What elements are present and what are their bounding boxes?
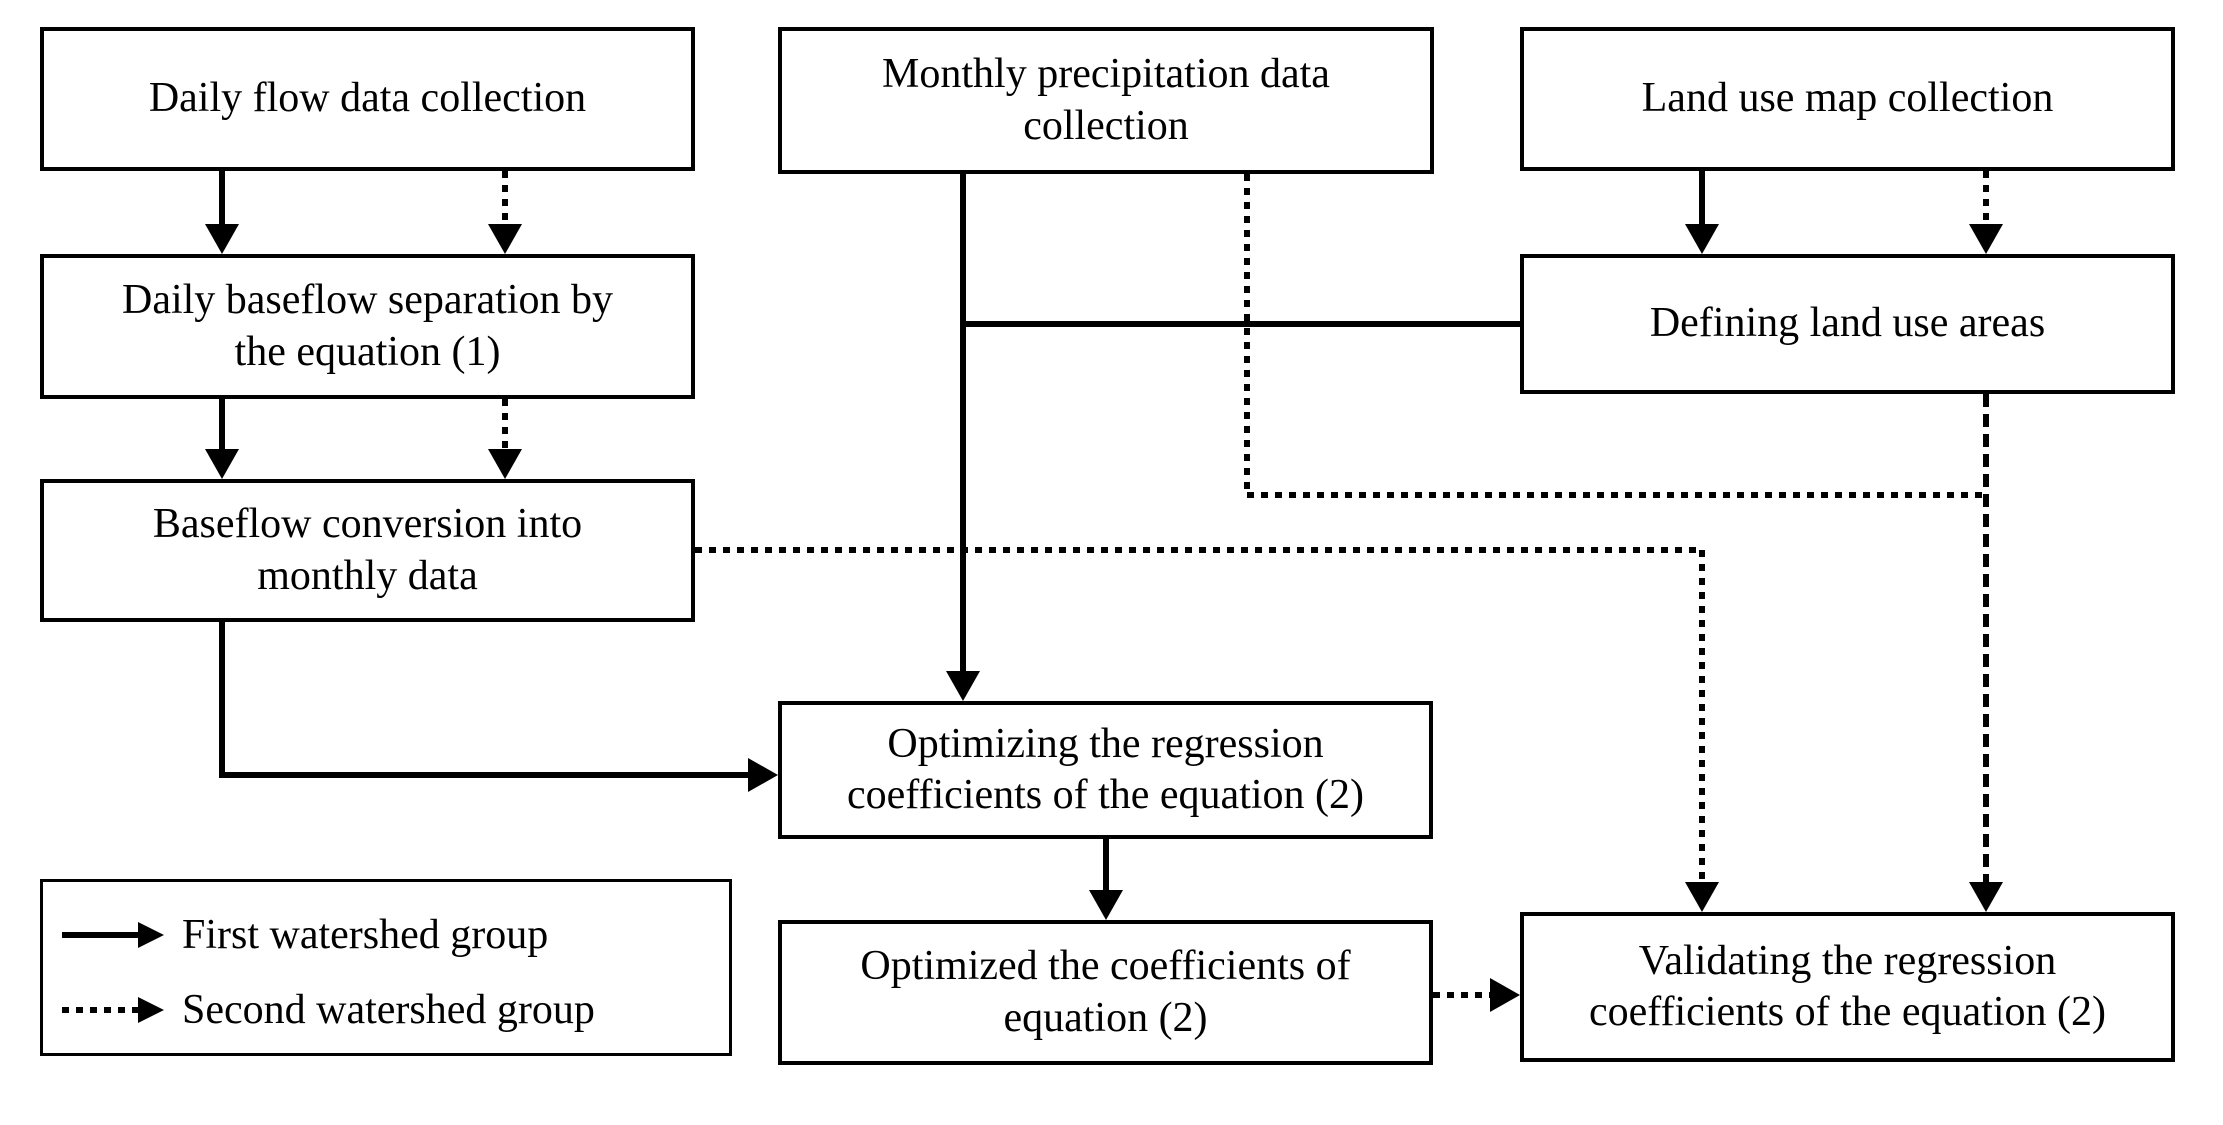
edge-dailyflow-baseflow-solid-line — [219, 171, 225, 224]
node-daily-flow-label: Daily flow data collection — [148, 75, 587, 122]
node-validating-label: Validating the regression coefficients o… — [1588, 937, 2107, 1035]
edge-conversion-optimizing-horizontal-line — [219, 772, 748, 778]
edge-conversion-validating-dotted-horizontal-line — [695, 547, 1702, 553]
node-daily-baseflow-label: Daily baseflow separation by the equatio… — [121, 277, 614, 375]
edge-landuse-defining-solid-line — [1699, 171, 1705, 224]
edge-landuse-defining-dotted-line — [1983, 171, 1989, 224]
edge-landuse-defining-solid-arrowhead-icon — [1685, 224, 1719, 254]
node-monthly-precip-label: Monthly precipitation data collection — [882, 51, 1330, 149]
edge-dailyflow-baseflow-solid-arrowhead-icon — [205, 224, 239, 254]
node-land-use-map: Land use map collection — [1520, 27, 2175, 171]
node-optimizing-label: Optimizing the regression coefficients o… — [846, 720, 1365, 818]
node-monthly-precip: Monthly precipitation data collection — [778, 27, 1434, 174]
legend-dotted-arrowhead-icon — [138, 997, 164, 1023]
edge-defining-validating-arrowhead-icon — [1969, 882, 2003, 912]
edge-optimized-validating-dotted-line — [1433, 992, 1490, 998]
node-baseflow-conversion: Baseflow conversion into monthly data — [40, 479, 695, 622]
node-baseflow-conversion-label: Baseflow conversion into monthly data — [152, 501, 583, 599]
edge-conversion-optimizing-vertical-line — [219, 622, 225, 778]
edge-conversion-validating-dotted-vertical-line — [1699, 550, 1705, 882]
edge-baseflow-conversion-dotted-line — [502, 399, 508, 449]
edge-precip-optimizing-arrowhead-icon — [946, 671, 980, 701]
node-daily-flow: Daily flow data collection — [40, 27, 695, 171]
legend-solid-arrow-icon — [62, 932, 140, 938]
node-land-use-map-label: Land use map collection — [1641, 75, 2054, 122]
legend-first-group-label: First watershed group — [182, 912, 549, 958]
node-optimizing: Optimizing the regression coefficients o… — [778, 701, 1433, 839]
edge-baseflow-conversion-solid-line — [219, 399, 225, 449]
legend — [40, 879, 732, 1056]
edge-precip-optimizing-solid-line — [960, 174, 966, 671]
edge-conversion-validating-arrowhead-icon — [1685, 882, 1719, 912]
edge-dailyflow-baseflow-dotted-line — [502, 171, 508, 224]
edge-optimizing-optimized-arrowhead-icon — [1089, 890, 1123, 920]
edge-baseflow-conversion-solid-arrowhead-icon — [205, 449, 239, 479]
edge-landuse-defining-dotted-arrowhead-icon — [1969, 224, 2003, 254]
legend-solid-arrowhead-icon — [138, 922, 164, 948]
edge-optimized-validating-arrowhead-icon — [1490, 978, 1520, 1012]
node-daily-baseflow: Daily baseflow separation by the equatio… — [40, 254, 695, 399]
edge-defining-join-solid-line — [963, 321, 1520, 327]
edge-conversion-optimizing-arrowhead-icon — [748, 758, 778, 792]
node-optimized-label: Optimized the coefficients of equation (… — [860, 943, 1351, 1041]
edge-dailyflow-baseflow-dotted-arrowhead-icon — [488, 224, 522, 254]
node-defining-land-use-label: Defining land use areas — [1649, 300, 2046, 347]
edge-baseflow-conversion-dotted-arrowhead-icon — [488, 449, 522, 479]
edge-defining-validating-dotted-line — [1983, 394, 1989, 882]
legend-dotted-arrow-icon — [62, 1007, 140, 1013]
edge-precip-validating-dotted-vertical-line — [1244, 174, 1250, 495]
edge-optimizing-optimized-solid-line — [1103, 839, 1109, 890]
legend-second-group-label: Second watershed group — [182, 987, 595, 1033]
edge-precip-validating-dotted-horizontal-line — [1247, 492, 1986, 498]
node-validating: Validating the regression coefficients o… — [1520, 912, 2175, 1062]
node-optimized: Optimized the coefficients of equation (… — [778, 920, 1433, 1065]
node-defining-land-use: Defining land use areas — [1520, 254, 2175, 394]
